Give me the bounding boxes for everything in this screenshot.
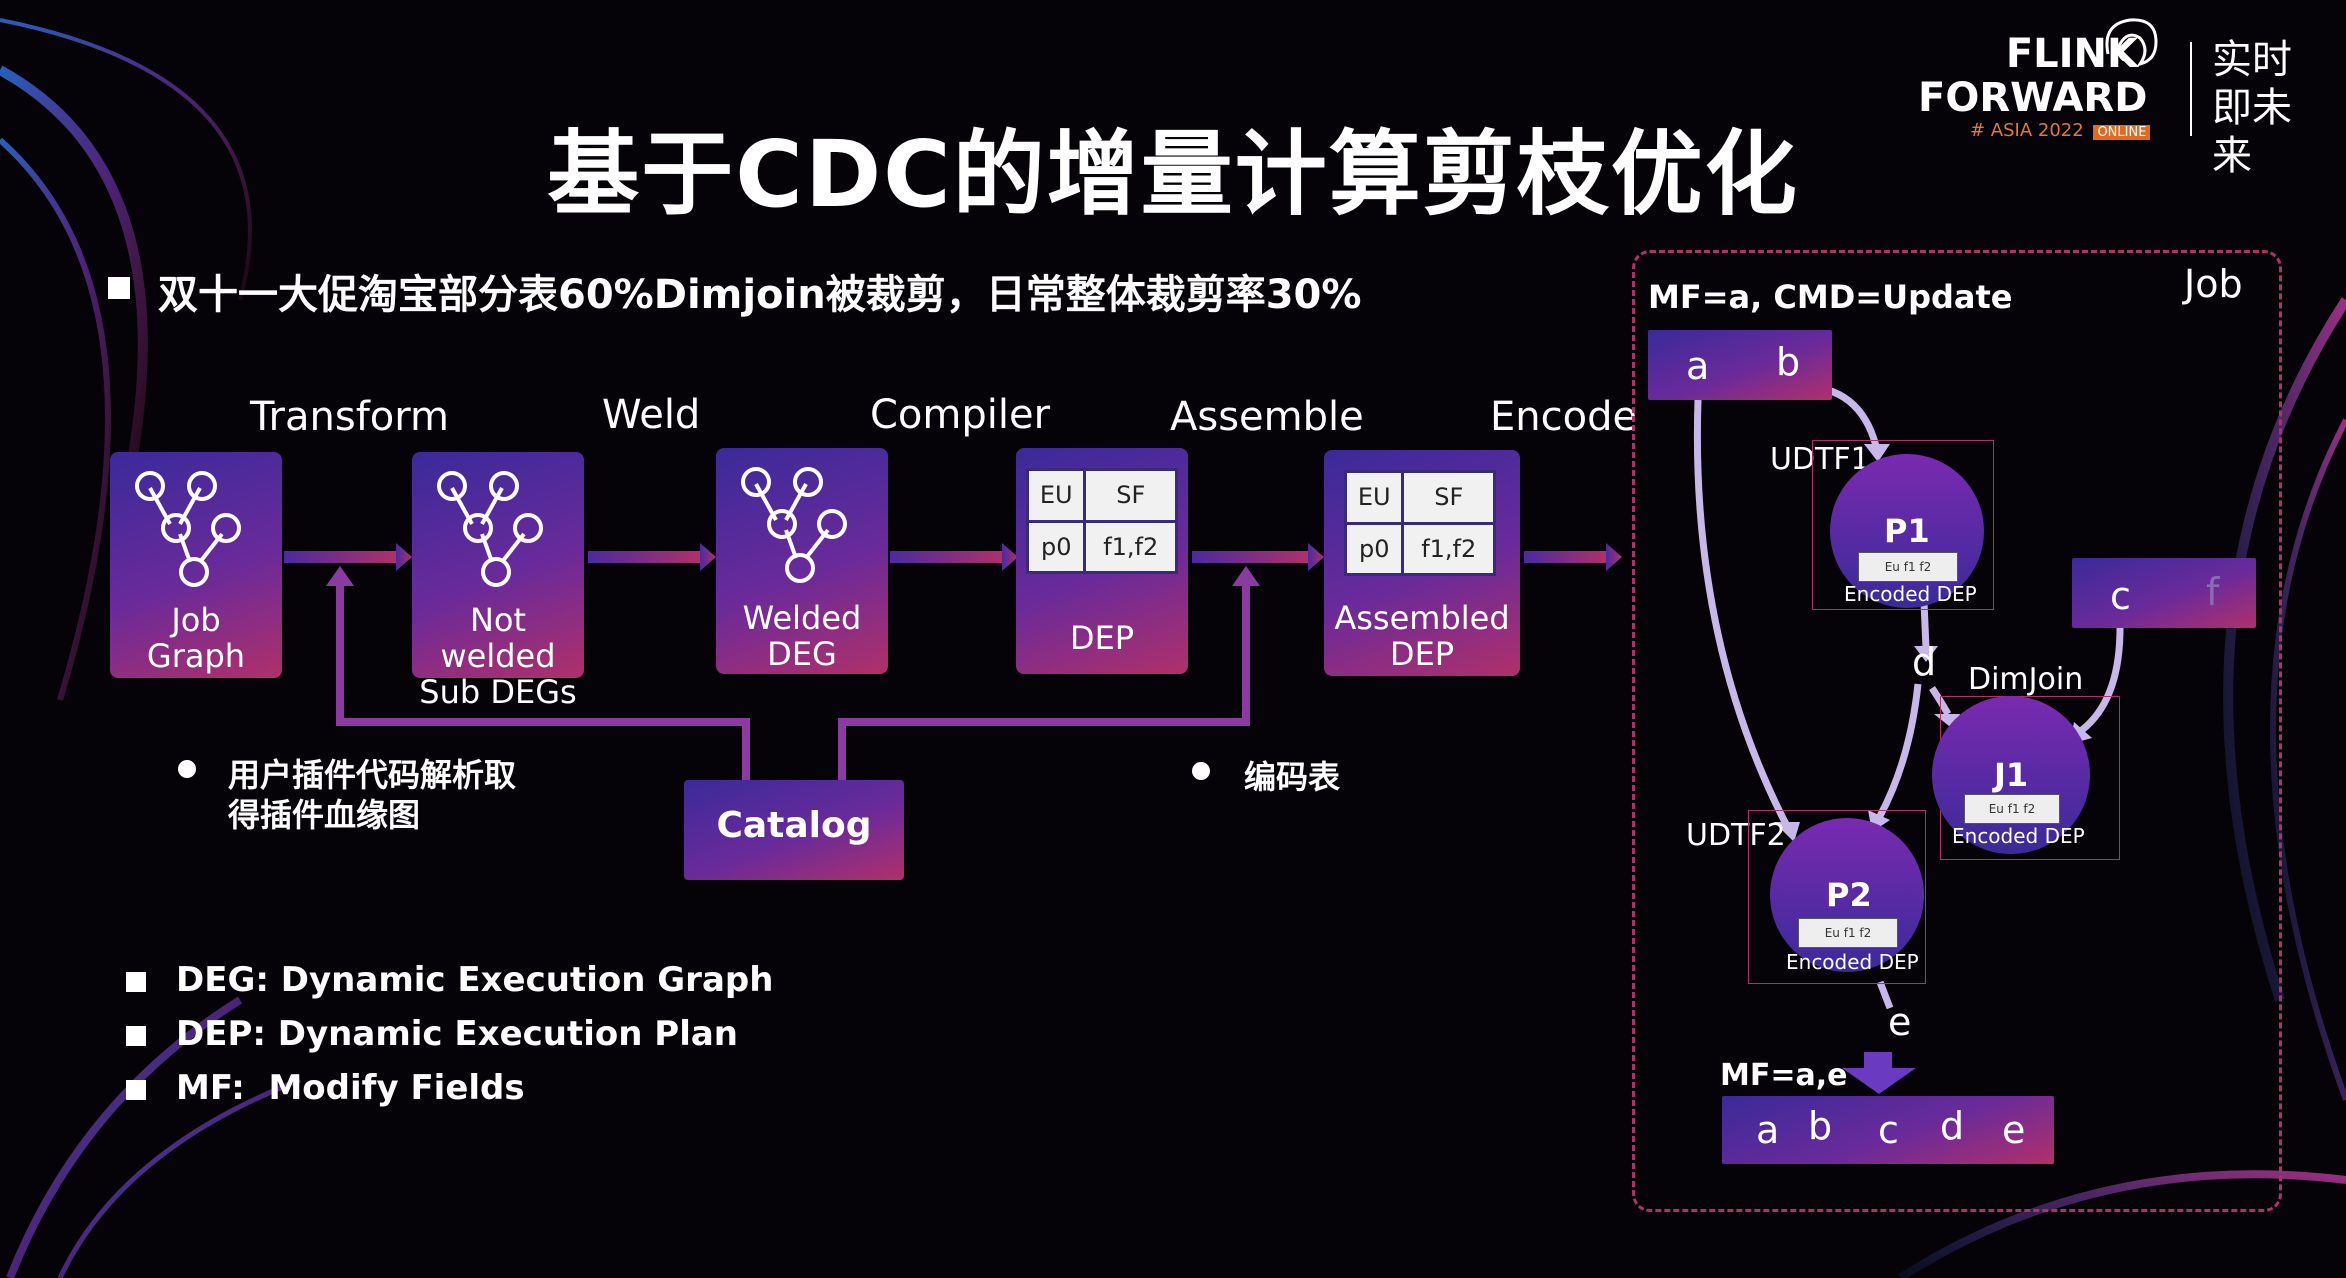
p1-encoded-label: Encoded DEP (1844, 582, 1977, 606)
sub-degs-box: Not welded Sub DEGs (412, 452, 584, 710)
job-graph-box: Job Graph (110, 452, 282, 678)
p2-encoded-label: Encoded DEP (1786, 950, 1919, 974)
side-field-f: f (2206, 570, 2220, 614)
job-panel (1632, 250, 2282, 1212)
headline-bullet-square (108, 277, 130, 299)
logo-divider (2190, 42, 2192, 136)
dep-table-h2: SF (1083, 468, 1178, 523)
input-field-a: a (1686, 344, 1710, 388)
stage-compiler: Compiler (870, 392, 1051, 438)
logo-badge: ONLINE (2093, 125, 2151, 140)
output-field-c: c (1878, 1108, 1899, 1152)
welded-deg-box: Welded DEG (716, 448, 888, 674)
udtf1-label: UDTF1 (1770, 442, 1870, 477)
assembled-table-h1: EU (1343, 470, 1405, 525)
j1-encoded-label: Encoded DEP (1952, 824, 2085, 848)
dep-table-h1: EU (1025, 468, 1087, 523)
p1-chip: Eu f1 f2 (1858, 552, 1958, 582)
job-panel-label: Job (2184, 262, 2243, 306)
definition-dep: DEP: Dynamic Execution Plan (176, 1014, 739, 1054)
stage-encode: Encode (1490, 394, 1638, 440)
p1-label: P1 (1884, 512, 1930, 550)
assembled-table-c1: p0 (1343, 521, 1405, 576)
side-fields-bar (2072, 558, 2256, 628)
output-field-a: a (1756, 1108, 1780, 1152)
p1-chip-text: Eu f1 f2 (1884, 560, 1932, 574)
j1-label: J1 (1994, 756, 2029, 794)
assembled-dep-line1: Assembled (1334, 599, 1510, 637)
j1-node (1932, 696, 2090, 854)
job-graph-line2: Graph (146, 637, 246, 675)
p2-label: P2 (1826, 876, 1872, 914)
stage-weld: Weld (602, 392, 701, 438)
p1-node (1830, 454, 1984, 608)
note-left-dot (178, 760, 196, 778)
input-field-b: b (1776, 340, 1801, 384)
stage-assemble: Assemble (1170, 394, 1364, 440)
logo-line2: FORWARD (1918, 75, 2148, 121)
logo-cn: 实时即未来 (2212, 37, 2292, 179)
job-mf-top: MF=a, CMD=Update (1648, 278, 2013, 316)
welded-deg-line1: Welded (742, 599, 862, 637)
stage-transform: Transform (250, 394, 449, 440)
assembled-table-h2: SF (1401, 470, 1496, 525)
udtf2-label: UDTF2 (1686, 818, 1786, 853)
logo-sub: # ASIA 2022 (1970, 120, 2084, 141)
p2-frame (1748, 810, 1926, 984)
p2-chip: Eu f1 f2 (1798, 918, 1898, 948)
dep-table-c2: f1,f2 (1083, 519, 1178, 574)
output-field-e: e (2002, 1108, 2026, 1152)
note-right-text: 编码表 (1244, 758, 1341, 796)
assembled-dep-line2: DEP (1389, 635, 1455, 673)
definition-bullet (126, 972, 146, 992)
definition-mf: MF: Modify Fields (176, 1068, 525, 1108)
sub-degs-line1: Not welded (440, 601, 556, 675)
graph-icon (135, 471, 241, 587)
catalog-label: Catalog (716, 805, 872, 846)
p1-frame (1812, 440, 1994, 610)
output-fields-bar (1722, 1096, 2054, 1164)
graph-icon (741, 467, 847, 583)
assembled-table-c2: f1,f2 (1401, 521, 1496, 576)
welded-deg-line2: DEG (767, 635, 837, 673)
squirrel-icon (2105, 18, 2158, 67)
note-left-line2: 得插件血缘图 (228, 796, 421, 834)
definition-bullet (126, 1026, 146, 1046)
note-right-dot (1192, 762, 1210, 780)
flink-forward-logo: FLINK FORWARD # ASIA 2022 ONLINE (1918, 32, 2178, 144)
definition-bullet (126, 1080, 146, 1100)
p2-chip-text: Eu f1 f2 (1824, 926, 1872, 940)
headline-bullet-text: 双十一大促淘宝部分表60%Dimjoin被裁剪，日常整体裁剪率30% (158, 272, 1362, 318)
dep-label: DEP (1069, 619, 1135, 657)
output-field-b: b (1808, 1104, 1833, 1148)
logo-line1: FLINK (2005, 31, 2138, 77)
mf-bottom: MF=a,e (1720, 1058, 1848, 1093)
note-left-line1: 用户插件代码解析取 (228, 756, 517, 794)
j1-chip: Eu f1 f2 (1964, 794, 2060, 824)
dimjoin-label: DimJoin (1968, 662, 2084, 697)
input-fields-bar (1648, 330, 1832, 400)
field-e: e (1888, 1000, 1912, 1044)
job-graph-line1: Job (171, 601, 221, 639)
side-field-c: c (2110, 574, 2131, 618)
output-field-d: d (1940, 1104, 1965, 1148)
catalog-box: Catalog (684, 780, 904, 880)
definition-deg: DEG: Dynamic Execution Graph (176, 960, 774, 1000)
graph-icon (437, 471, 543, 587)
field-d: d (1912, 640, 1937, 684)
j1-chip-text: Eu f1 f2 (1988, 802, 2036, 816)
page-title: 基于CDC的增量计算剪枝优化 (547, 121, 1799, 228)
sub-degs-line2: Sub DEGs (419, 673, 577, 711)
dep-table-c1: p0 (1025, 519, 1087, 574)
